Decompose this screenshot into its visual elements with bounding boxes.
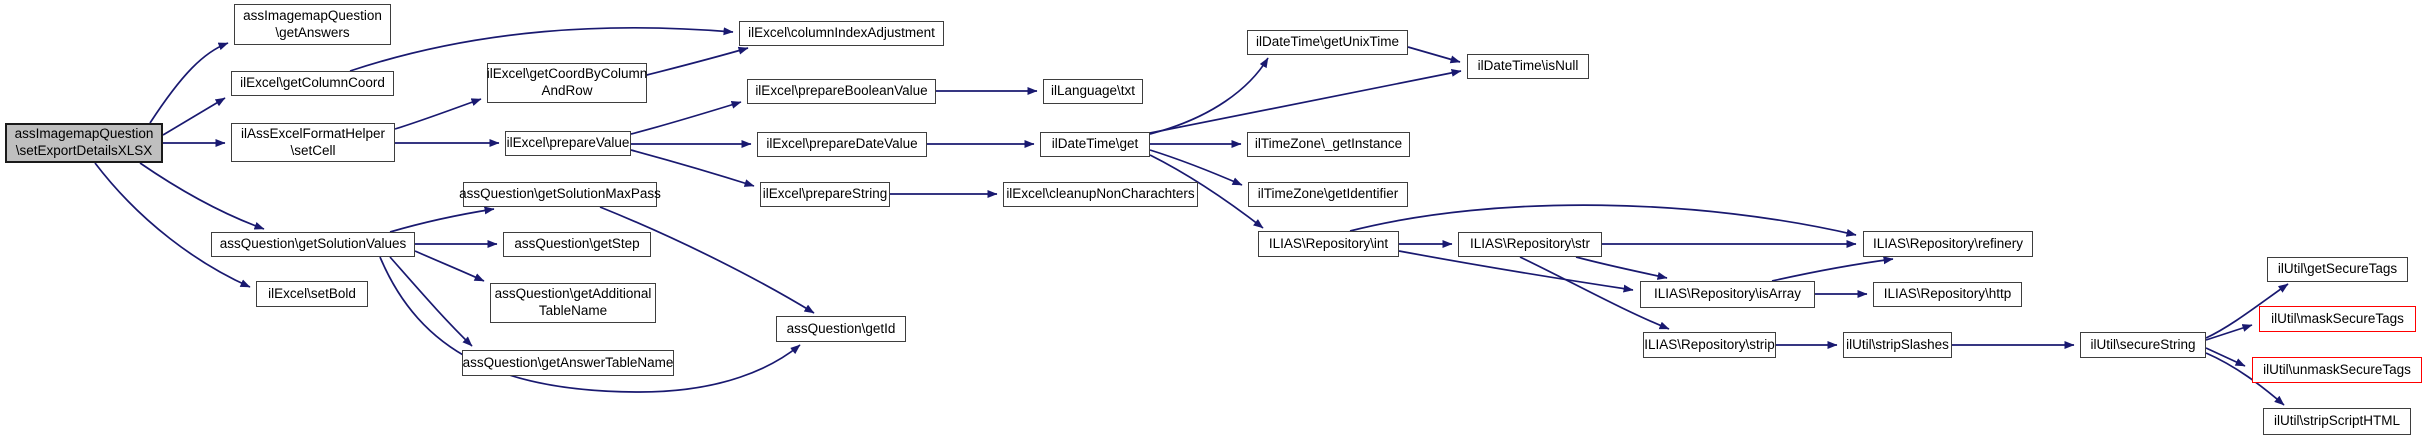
node-prepareString[interactable]: ilExcel\prepareString <box>760 182 890 207</box>
node-isNull[interactable]: ilDateTime\isNull <box>1467 54 1589 79</box>
node-getAnswers[interactable]: assImagemapQuestion \getAnswers <box>234 4 391 45</box>
edge-secureString-getSecureTags <box>2205 283 2289 339</box>
edge-root-getAnswers <box>149 42 229 124</box>
edge-str-strip <box>1519 256 1670 330</box>
edge-int-refinery <box>1349 204 1857 237</box>
edge-isArray-refinery <box>1771 256 1894 282</box>
node-secureString[interactable]: ilUtil\secureString <box>2080 332 2206 358</box>
edge-getSolutionValues-getAdditionalTableName <box>414 250 485 282</box>
node-strip[interactable]: ILIAS\Repository\strip <box>1643 332 1776 358</box>
node-getIdentifier[interactable]: ilTimeZone\getIdentifier <box>1248 182 1408 207</box>
edge-root-getSolutionValues <box>139 162 265 230</box>
edge-getCoordByColumnAndRow-columnIndexAdjustment <box>646 46 749 76</box>
edge-str-isArray <box>1575 256 1668 280</box>
edge-getSolutionValues-getAnswerTableName <box>389 256 473 347</box>
node-getAnswerTableName[interactable]: assQuestion\getAnswerTableName <box>462 350 674 376</box>
node-prepareValue[interactable]: ilExcel\prepareValue <box>505 131 631 156</box>
node-prepareDateValue[interactable]: ilExcel\prepareDateValue <box>757 132 927 157</box>
edges-group <box>94 26 2289 406</box>
node-getId[interactable]: assQuestion\getId <box>776 316 906 342</box>
node-str[interactable]: ILIAS\Repository\str <box>1458 232 1602 257</box>
node-refinery[interactable]: ILIAS\Repository\refinery <box>1863 231 2033 257</box>
node-columnIndexAdjustment[interactable]: ilExcel\columnIndexAdjustment <box>739 21 944 46</box>
node-getInstance[interactable]: ilTimeZone\_getInstance <box>1247 132 1410 157</box>
node-getStep[interactable]: assQuestion\getStep <box>503 232 651 257</box>
edge-root-getColumnCoord <box>162 97 226 136</box>
node-int[interactable]: ILIAS\Repository\int <box>1258 231 1399 257</box>
edge-prepareValue-prepareBooleanValue <box>630 100 742 135</box>
node-stripSlashes[interactable]: ilUtil\stripSlashes <box>1843 332 1952 358</box>
edge-get-isNull <box>1149 68 1462 134</box>
node-get[interactable]: ilDateTime\get <box>1040 132 1150 157</box>
edge-root-setBold <box>94 162 251 288</box>
node-prepareBooleanValue[interactable]: ilExcel\prepareBooleanValue <box>747 79 936 104</box>
node-setBold[interactable]: ilExcel\setBold <box>256 281 368 307</box>
edge-setCell-getCoordByColumnAndRow <box>394 98 482 130</box>
edge-get-int <box>1149 154 1264 229</box>
node-maskSecureTags[interactable]: ilUtil\maskSecureTags <box>2259 306 2416 332</box>
node-getSecureTags[interactable]: ilUtil\getSecureTags <box>2267 257 2408 282</box>
node-isArray[interactable]: ILIAS\Repository\isArray <box>1640 281 1815 308</box>
node-getUnixTime[interactable]: ilDateTime\getUnixTime <box>1247 30 1408 55</box>
node-root[interactable]: assImagemapQuestion \setExportDetailsXLS… <box>5 123 163 163</box>
edge-secureString-stripScriptHTML <box>2205 352 2285 406</box>
edge-secureString-unmaskSecureTags <box>2205 347 2246 367</box>
node-setCell[interactable]: ilAssExcelFormatHelper \setCell <box>231 123 395 162</box>
edge-secureString-maskSecureTags <box>2205 324 2253 341</box>
edge-getSolutionMaxPass-getId <box>599 206 815 314</box>
edge-prepareValue-prepareString <box>630 149 755 187</box>
edge-getUnixTime-isNull <box>1407 46 1461 64</box>
node-getColumnCoord[interactable]: ilExcel\getColumnCoord <box>231 71 394 96</box>
node-getAdditionalTableName[interactable]: assQuestion\getAdditional TableName <box>490 283 656 323</box>
edge-get-getUnixTime <box>1149 57 1269 135</box>
edge-get-getIdentifier <box>1149 149 1243 186</box>
node-stripScriptHTML[interactable]: ilUtil\stripScriptHTML <box>2263 408 2411 435</box>
node-getSolutionValues[interactable]: assQuestion\getSolutionValues <box>211 232 415 257</box>
node-unmaskSecureTags[interactable]: ilUtil\unmaskSecureTags <box>2252 357 2422 383</box>
node-cleanupNonCharachters[interactable]: ilExcel\cleanupNonCharachters <box>1003 182 1198 207</box>
node-getSolutionMaxPass[interactable]: assQuestion\getSolutionMaxPass <box>459 182 661 207</box>
edge-getColumnCoord-columnIndexAdjustment <box>349 26 734 72</box>
edge-getSolutionValues-getId <box>379 256 801 393</box>
node-getCoordByColumnAndRow[interactable]: ilExcel\getCoordByColumn AndRow <box>487 63 647 103</box>
edge-getSolutionValues-getSolutionMaxPass <box>389 206 495 233</box>
edge-int-isArray <box>1398 250 1634 293</box>
node-http[interactable]: ILIAS\Repository\http <box>1873 282 2022 307</box>
node-txt[interactable]: ilLanguage\txt <box>1043 79 1143 104</box>
